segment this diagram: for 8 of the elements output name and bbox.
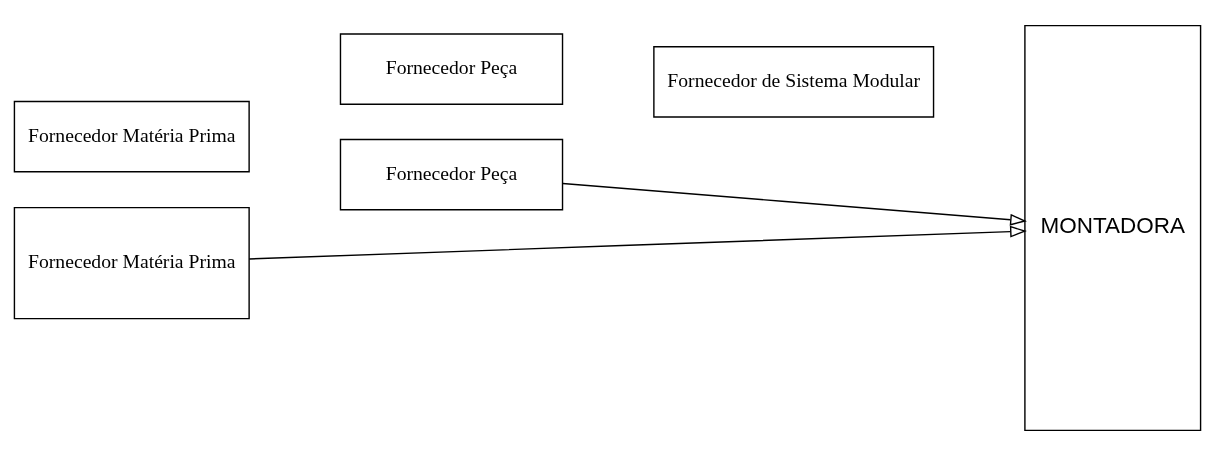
node-box: Fornecedor Peça: [339, 138, 564, 211]
arrow: [562, 182, 1027, 226]
node-box: Fornecedor Matéria Prima: [13, 100, 250, 173]
node-box: Fornecedor Peça: [339, 33, 564, 106]
node-box: MONTADORA: [1024, 24, 1202, 432]
arrow: [248, 225, 1027, 260]
node-box: Fornecedor de Sistema Modular: [653, 46, 935, 118]
node-box: Fornecedor Matéria Prima: [13, 206, 250, 320]
